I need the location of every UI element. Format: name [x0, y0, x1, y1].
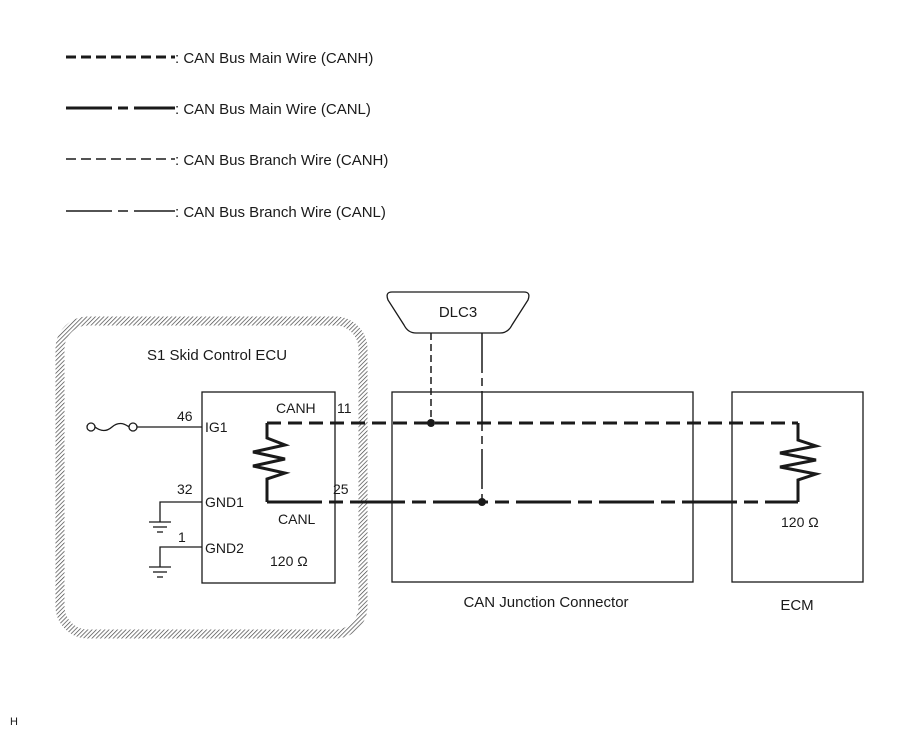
ecu-connector-box	[201, 391, 336, 584]
ground-icon	[149, 546, 202, 578]
legend-label: : CAN Bus Branch Wire (CANH)	[175, 152, 388, 169]
pin-name-canl: CANL	[278, 511, 316, 527]
legend-label: : CAN Bus Main Wire (CANH)	[175, 50, 373, 67]
resistor-icon	[252, 423, 291, 502]
pin-number-canl: 25	[333, 481, 349, 497]
legend-item-branch-canl: : CAN Bus Branch Wire (CANL)	[66, 204, 386, 221]
ground-icon	[149, 501, 202, 533]
resistor-icon	[779, 423, 822, 502]
pin-number-gnd1: 32	[177, 481, 193, 497]
legend-item-branch-canh: : CAN Bus Branch Wire (CANH)	[66, 152, 388, 169]
can-junction-connector: CAN Junction Connector	[391, 391, 694, 611]
junction-label: CAN Junction Connector	[463, 594, 628, 611]
legend-label: : CAN Bus Branch Wire (CANL)	[175, 204, 386, 221]
junction-box	[391, 391, 694, 583]
ecu-resistance-label: 120 Ω	[270, 553, 308, 569]
ecm-label: ECM	[780, 597, 813, 614]
pin-number-gnd2: 1	[178, 529, 186, 545]
ecu-enclosure	[55, 316, 368, 639]
junction-dot-canl	[478, 498, 486, 506]
pin-number-canh: 11	[337, 400, 352, 416]
pin-name-gnd1: GND1	[205, 494, 244, 510]
pin-number-ig1: 46	[177, 408, 193, 424]
skid-control-ecu: S1 Skid Control ECU 46 IG1 32 GND1 1 GN	[55, 316, 368, 639]
ecm: 120 Ω ECM	[731, 391, 864, 614]
legend: : CAN Bus Main Wire (CANH) : CAN Bus Mai…	[66, 50, 388, 221]
ecm-box	[731, 391, 864, 583]
legend-label: : CAN Bus Main Wire (CANL)	[175, 101, 371, 118]
footer-mark: H	[10, 716, 18, 728]
junction-dot-canh	[427, 419, 435, 427]
pin-name-gnd2: GND2	[205, 540, 244, 556]
pin-name-canh: CANH	[276, 400, 316, 416]
legend-item-main-canh: : CAN Bus Main Wire (CANH)	[66, 50, 373, 67]
fuse-icon	[86, 422, 202, 432]
ecm-resistance-label: 120 Ω	[781, 514, 819, 530]
pin-name-ig1: IG1	[205, 419, 228, 435]
legend-item-main-canl: : CAN Bus Main Wire (CANL)	[66, 101, 371, 118]
dlc3-label: DLC3	[439, 304, 477, 321]
ecu-title: S1 Skid Control ECU	[147, 347, 287, 364]
dlc3-connector: DLC3	[386, 291, 530, 334]
